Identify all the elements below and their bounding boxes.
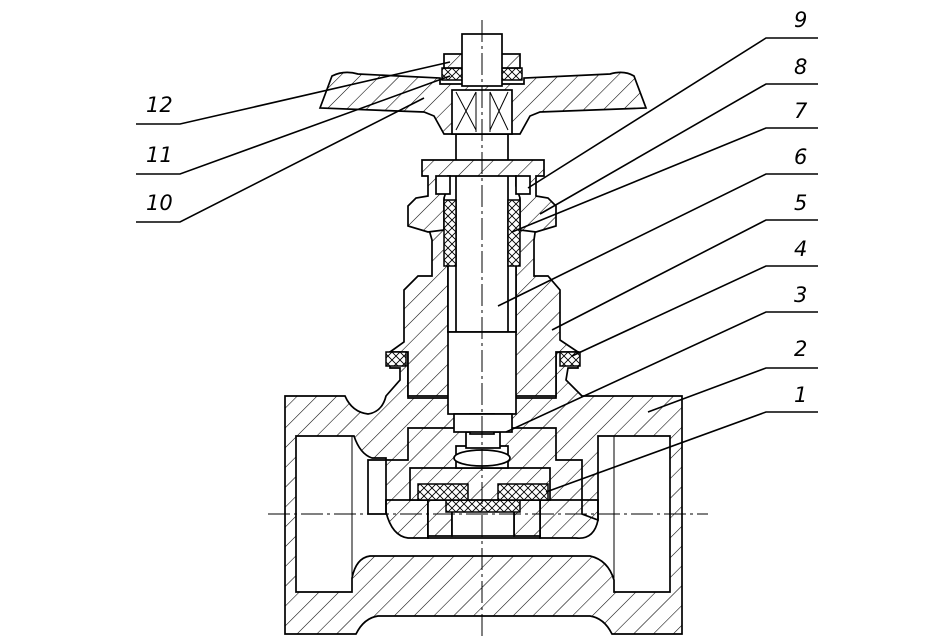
callout-label-11: 11 [146,143,173,167]
callout-label-8: 8 [794,55,807,79]
stem-packing-right [507,199,521,267]
callout-label-2: 2 [794,337,807,361]
callout-label-6: 6 [794,145,807,169]
stem-packing-left [443,199,457,267]
leader-lines [136,37,818,493]
callout-label-1: 1 [794,383,807,407]
callout-label-12: 12 [146,93,173,117]
callout-label-7: 7 [794,99,808,123]
bonnet-gasket-left [385,351,407,367]
callout-label-4: 4 [794,237,807,261]
callout-label-3: 3 [794,283,807,307]
bonnet-gasket-right [559,351,581,367]
callout-label-5: 5 [794,191,807,215]
valve-seat [427,499,541,537]
callout-label-10: 10 [146,191,173,215]
callout-label-9: 9 [794,8,807,32]
gland-nut [407,159,557,233]
